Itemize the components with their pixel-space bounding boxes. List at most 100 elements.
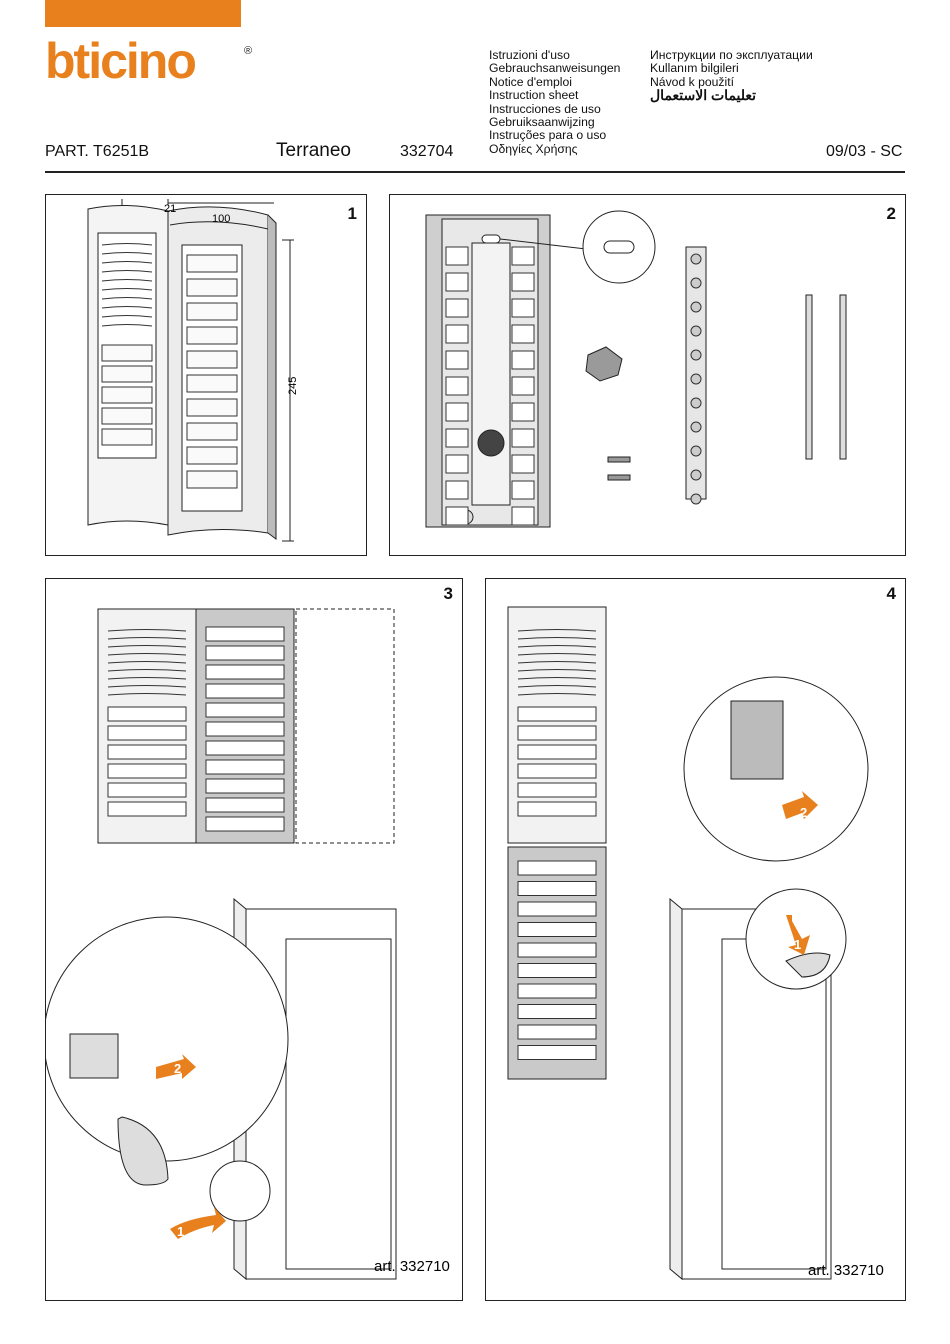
name-button [517, 744, 597, 760]
figure-2-drawing [425, 210, 847, 528]
terminal-block [511, 272, 535, 292]
grille-slot [517, 669, 597, 672]
figure-4-drawing: 2 1 art. 332710 [507, 606, 884, 1281]
name-button [517, 763, 597, 779]
terminal-block [445, 246, 469, 266]
name-button [517, 942, 597, 958]
name-button [517, 1045, 597, 1060]
name-button [517, 881, 597, 896]
name-button [517, 725, 597, 741]
rail-screw [690, 325, 702, 337]
name-button [107, 706, 187, 722]
name-button [186, 254, 238, 273]
rail-screw [690, 493, 702, 505]
grille-slot [101, 243, 153, 246]
revision-date: 09/03 - SC [826, 143, 903, 160]
name-button [517, 922, 597, 937]
figure-1-panel: 1 21 100 245 [45, 194, 367, 556]
rail-screw [690, 469, 702, 481]
grille-slot [517, 685, 597, 688]
terminal-block [445, 350, 469, 370]
language-item: تعليمات الاستعمال [650, 87, 757, 104]
terminal-block [511, 324, 535, 344]
article-reference: art. 332710 [374, 1258, 450, 1275]
name-button [107, 744, 187, 760]
grille-slot [107, 661, 187, 664]
grille-slot [517, 693, 597, 696]
name-button [517, 782, 597, 798]
name-button [186, 326, 238, 345]
brand-color-bar [45, 0, 241, 27]
dimension-label: 245 [287, 377, 299, 395]
name-button [205, 645, 285, 661]
name-button [186, 374, 238, 393]
step-number: 2 [174, 1061, 181, 1076]
dimension-label: 21 [164, 203, 176, 215]
grille-slot [101, 315, 153, 318]
grille-slot [517, 645, 597, 648]
name-button [517, 706, 597, 722]
terminal-block [445, 402, 469, 422]
logo-text: bticino [45, 33, 195, 86]
name-button [101, 407, 153, 425]
grille-slot [107, 669, 187, 672]
header-rule [45, 171, 905, 173]
name-button [107, 782, 187, 798]
name-button [517, 801, 597, 817]
name-button [517, 1004, 597, 1019]
name-button [205, 626, 285, 642]
language-item: Gebrauchsanweisungen [489, 61, 621, 76]
step-number: 1 [177, 1224, 184, 1239]
grille-slot [517, 661, 597, 664]
grille-slot [517, 637, 597, 640]
figure-3-drawing: 2 1 art. 332710 [46, 608, 450, 1281]
name-button [101, 428, 153, 446]
figure-number: 2 [886, 204, 896, 223]
grille-slot [101, 261, 153, 264]
name-button [205, 778, 285, 794]
terminal-block [511, 298, 535, 318]
grille-slot [107, 685, 187, 688]
terminal-block [511, 454, 535, 474]
rail-screw [690, 397, 702, 409]
product-name: Terraneo [276, 140, 351, 161]
terminal-block [445, 376, 469, 396]
language-item: Instruction sheet [489, 88, 579, 103]
name-button [205, 721, 285, 737]
grille-slot [517, 653, 597, 656]
rail-screw [690, 301, 702, 313]
name-button [107, 725, 187, 741]
name-button [186, 470, 238, 489]
terminal-block [511, 480, 535, 500]
language-item: Gebruiksaanwijzing [489, 115, 595, 130]
grille-slot [101, 297, 153, 300]
step-number: 1 [794, 937, 801, 952]
name-button [101, 386, 153, 404]
grille-slot [107, 637, 187, 640]
name-button [517, 983, 597, 999]
name-button [205, 816, 285, 832]
terminal-block [445, 428, 469, 448]
figure-number: 3 [443, 584, 453, 603]
figure-2-panel: 2 [389, 194, 906, 556]
grille-slot [101, 252, 153, 255]
figure-3-panel: 3 2 1 art. 332710 [45, 578, 463, 1301]
grille-slot [101, 279, 153, 282]
terminal-block [445, 480, 469, 500]
terminal-block [511, 350, 535, 370]
logo-registered: ® [244, 45, 252, 57]
language-item: Οδηγίες Χρήσης [489, 141, 578, 156]
terminal-block [511, 428, 535, 448]
grille-slot [107, 677, 187, 680]
terminal-block [445, 506, 469, 526]
languages-list-left: Istruzioni d'uso Gebrauchsanweisungen No… [489, 48, 621, 156]
figure-number: 1 [347, 204, 357, 223]
terminal-block [511, 376, 535, 396]
name-button [101, 365, 153, 383]
part-number: PART. T6251B [45, 143, 150, 160]
grille-slot [101, 324, 153, 327]
figure-1-drawing: 21 100 245 [87, 199, 299, 542]
figure-4-panel: 4 2 1 art. 332710 [485, 578, 906, 1301]
name-button [205, 759, 285, 775]
name-button [205, 797, 285, 813]
